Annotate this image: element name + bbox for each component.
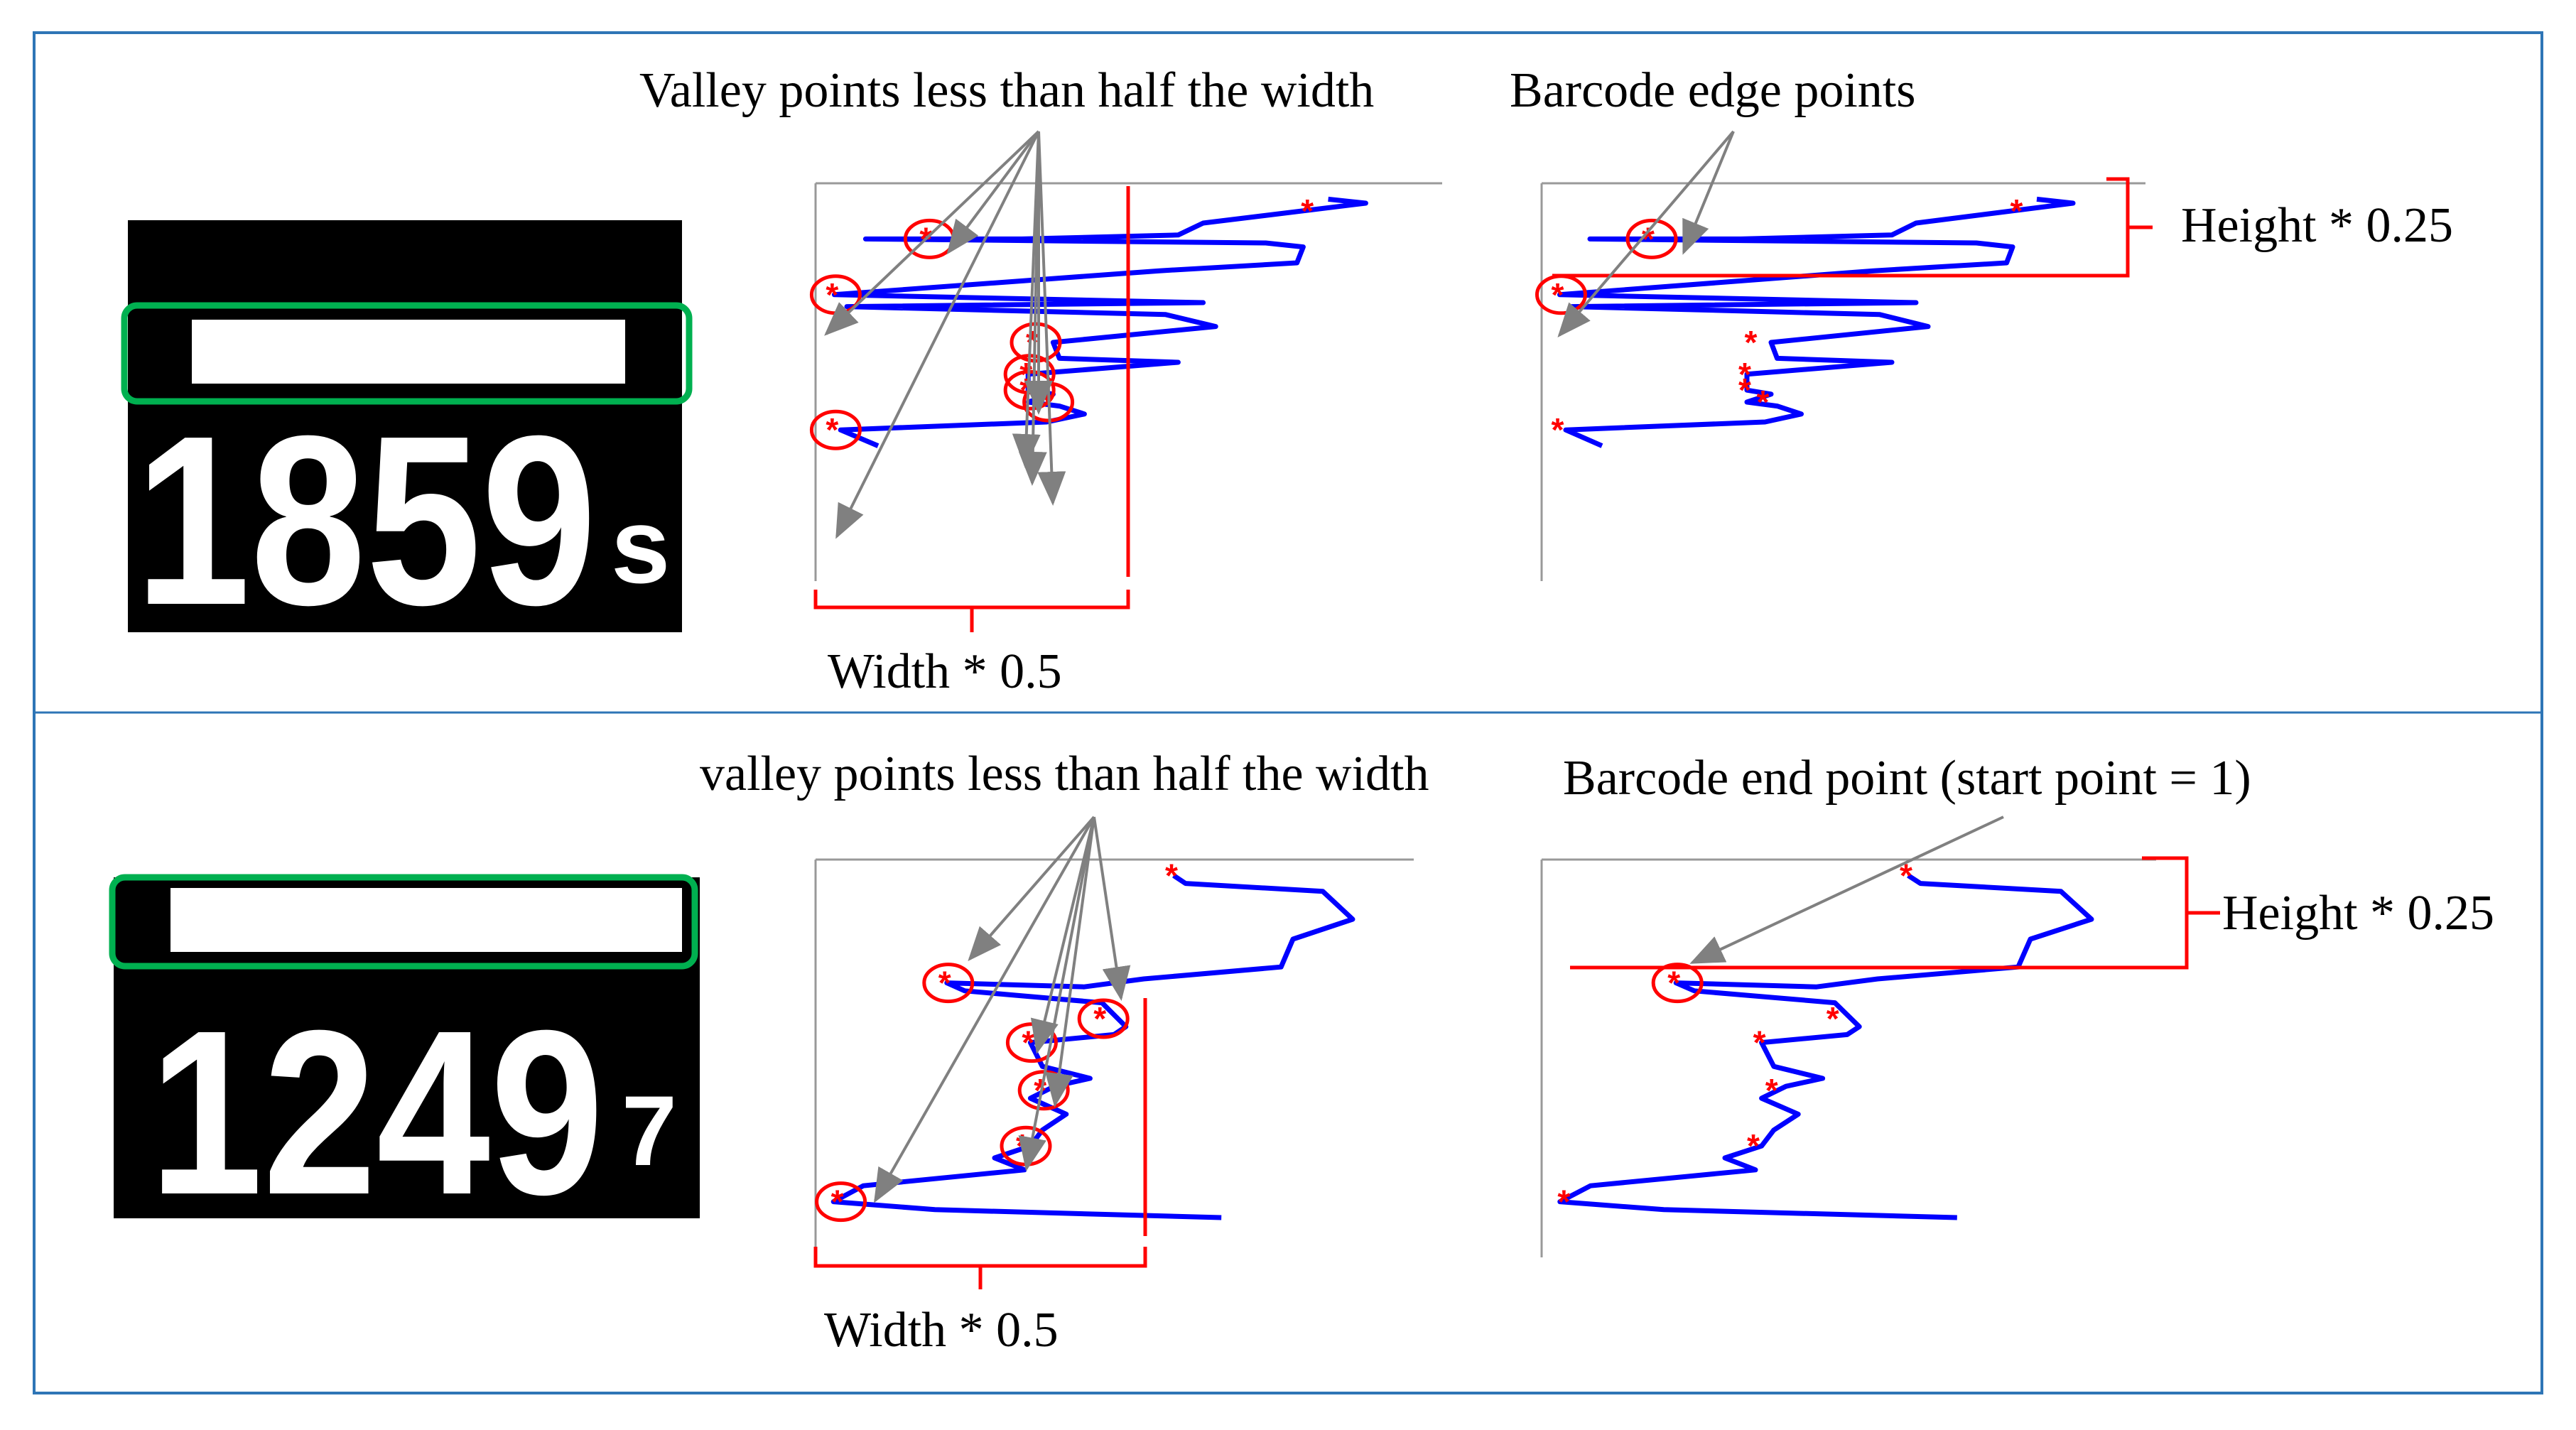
valley-marker: *: [1552, 276, 1564, 313]
valley-marker: *: [826, 411, 838, 448]
plot-profile-curve: [830, 873, 1355, 1220]
barcode-region-box: [109, 874, 698, 970]
top-edge-arrows: [1557, 130, 1735, 338]
plate-number-text: 1249: [149, 981, 604, 1243]
marker-circle: [815, 1181, 867, 1223]
arrow: [874, 816, 1095, 1203]
valley-marker: *: [1093, 1000, 1106, 1037]
valley-marker: *: [1745, 324, 1758, 361]
plate-suffix-text: s: [611, 486, 670, 605]
arrow: [1557, 130, 1735, 338]
plot-valley-markers: *******: [815, 857, 1178, 1223]
valley-marker: *: [1016, 1127, 1029, 1164]
valley-marker: *: [1642, 220, 1655, 257]
width-label: Width * 0.5: [824, 1303, 1059, 1358]
valley-marker: *: [938, 965, 951, 1002]
plate-suffix-text: 7: [622, 1075, 677, 1186]
plot-profile-curve: [1557, 873, 2094, 1220]
height-label: Height * 0.25: [2181, 198, 2453, 253]
plot-profile-curve: [1557, 196, 2076, 448]
height-label: Height * 0.25: [2222, 886, 2494, 941]
arrow: [1093, 816, 1131, 1001]
valley-marker: *: [1165, 857, 1178, 894]
arrow: [1682, 131, 1735, 255]
plot-profile-curve: [831, 196, 1368, 448]
arrow: [835, 131, 1040, 539]
valley-marker: *: [1747, 1127, 1760, 1164]
top-valley-arrows: [824, 130, 1066, 539]
valley-marker: *: [1557, 1183, 1570, 1220]
valley-points-label: valley points less than half the width: [700, 747, 1429, 801]
arrow: [1018, 816, 1095, 1171]
bottom-right-plot: *******: [1540, 856, 2220, 1257]
valley-marker: *: [1301, 193, 1314, 229]
arrow: [1689, 816, 2004, 964]
edge-points-label: Barcode edge points: [1510, 63, 1915, 118]
valley-marker: *: [1022, 1024, 1034, 1061]
valley-marker: *: [1738, 356, 1751, 393]
width-bracket: [813, 590, 1130, 632]
arrow: [968, 816, 1095, 962]
valley-marker: *: [1757, 384, 1770, 421]
marker-circle: [922, 963, 975, 1004]
valley-marker: *: [826, 276, 838, 313]
top-plate-image: 1859 s: [121, 220, 693, 656]
arrow: [946, 130, 1040, 255]
plot-edge-markers: ********: [1535, 193, 2023, 448]
top-right-plot: ********: [1535, 177, 2153, 581]
valley-marker: *: [1765, 1072, 1778, 1109]
valley-marker: *: [1738, 372, 1751, 408]
arrow: [1037, 131, 1066, 506]
bottom-valley-arrows: [874, 816, 1131, 1203]
width-label: Width * 0.5: [828, 644, 1062, 699]
plate-barcode-white-band: [171, 888, 682, 952]
arrow: [824, 130, 1040, 336]
plate-header-strip: [270, 242, 668, 291]
valley-marker: *: [1753, 1024, 1766, 1061]
bottom-plate-image: 1249 7: [109, 874, 700, 1243]
marker-circle: [809, 409, 862, 450]
barcode-region-box: [121, 302, 693, 405]
arrow: [1030, 816, 1095, 1054]
bottom-end-arrow: [1689, 816, 2004, 964]
valley-marker: *: [1900, 857, 1912, 894]
arrow: [1018, 131, 1047, 486]
top-left-plot: ********: [809, 182, 1442, 632]
marker-circle: [1625, 218, 1678, 259]
arrow: [1045, 816, 1095, 1107]
marker-circle: [1651, 963, 1704, 1004]
plot-valley-markers: ********: [809, 193, 1314, 450]
valley-marker: *: [1827, 1000, 1839, 1037]
valley-points-label: Valley points less than half the width: [639, 63, 1374, 118]
plate-barcode-white-band: [192, 320, 625, 384]
bottom-left-plot: *******: [813, 857, 1414, 1289]
height-bracket: [2142, 856, 2220, 970]
width-bracket: [813, 1247, 1147, 1289]
plate-number-text: 1859: [135, 386, 597, 656]
valley-marker: *: [1552, 411, 1564, 448]
height-bracket: [2106, 177, 2153, 278]
valley-marker: *: [2011, 193, 2023, 229]
valley-marker: *: [831, 1183, 844, 1220]
plot-end-markers: *******: [1557, 857, 1912, 1220]
valley-marker: *: [1667, 965, 1680, 1002]
end-point-label: Barcode end point (start point = 1): [1563, 751, 2251, 806]
